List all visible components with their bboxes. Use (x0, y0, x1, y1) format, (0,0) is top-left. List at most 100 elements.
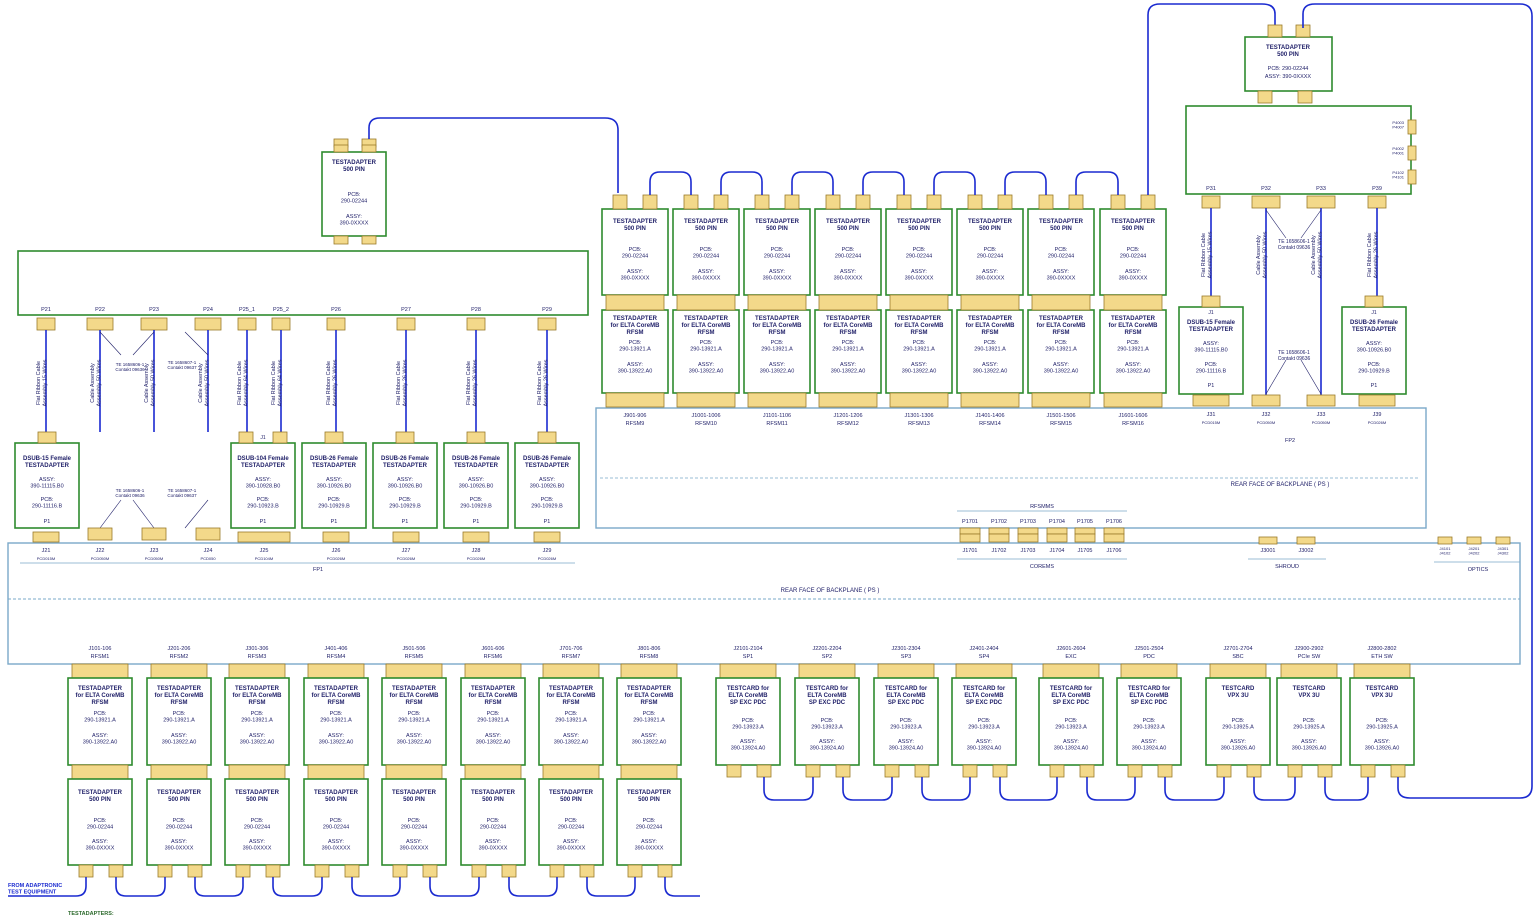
fp2-dsub-pcb: PCB:290-11116.B (1196, 362, 1227, 374)
fp1-dsub-assy: ASSY:390-10926.B0 (388, 477, 423, 489)
rfsm-top-elta-assy: ASSY:390-13922.A0 (1116, 362, 1151, 374)
connector (756, 764, 772, 778)
bottom-500-pcb: PCB:290-02244 (401, 818, 427, 830)
rfsm-top-name: RFSM14 (979, 421, 1001, 427)
testcard-pcb: PCB:290-13925.A (1293, 718, 1325, 730)
fp2-dsub-j: J1 (1208, 310, 1214, 316)
bottom-rfsm-name: RFSM1 (91, 654, 110, 660)
connector (1103, 392, 1163, 408)
fp1-j-code: PCD026M (538, 556, 556, 561)
bottom-500-assy: ASSY:390-0XXXX (322, 839, 351, 851)
fp2-dsub-j: J1 (1371, 310, 1377, 316)
fp1-dsub-pcb: PCB:290-10929.B (531, 497, 563, 509)
testcard-assy: ASSY:390-13924.A0 (889, 739, 924, 751)
fp1-port-connector (36, 317, 56, 331)
connector (422, 864, 438, 878)
testcard-name: PCIe SW (1298, 654, 1321, 660)
connector (385, 663, 443, 679)
fp1-port-label: P29 (542, 307, 552, 313)
testcard-name: EXC (1065, 654, 1076, 660)
shroud-j-label: J3002 (1299, 548, 1314, 554)
te-arrow (184, 331, 209, 356)
connector (1031, 294, 1091, 311)
bottom-500-adapter (67, 778, 133, 866)
rfsm-top-elta-pcb: PCB:290-13921.A (903, 340, 935, 352)
connector (1390, 764, 1406, 778)
fp1-dsub-pcb: PCB:290-10929.B (389, 497, 421, 509)
connector (1360, 764, 1376, 778)
fp2-dsub-pcb: PCB:290-10929.B (1358, 362, 1390, 374)
testcard-link (763, 777, 814, 801)
fp1-j-connector (392, 531, 420, 543)
connector (187, 864, 203, 878)
corems-j-label: J1701 (963, 548, 978, 554)
te-arrow (1300, 209, 1322, 239)
bottom-500-pcb: PCB:290-02244 (166, 818, 192, 830)
connector (344, 864, 360, 878)
testcard-pcb: PCB:290-13923.A (732, 718, 764, 730)
bottom-link (272, 877, 323, 897)
rfsm-top-elta-assy: ASSY:390-13922.A0 (689, 362, 724, 374)
fp2-top-adapter (1244, 36, 1333, 92)
fp1-port-connector (396, 317, 416, 331)
connector (713, 194, 729, 210)
connector (272, 431, 288, 444)
optics-label: OPTICS (1468, 567, 1489, 573)
fp1-j-code: PCD015M (37, 556, 55, 561)
rfsm-top-elta-pcb: PCB:290-13921.A (1045, 340, 1077, 352)
corems-p-label: P1703 (1020, 519, 1036, 525)
fp1-dsub-pcb: PCB:290-11116.B (32, 497, 63, 509)
connector (150, 663, 208, 679)
connector (1280, 663, 1338, 679)
fp1-j-code: PCD104M (255, 556, 273, 561)
fp1-cable-label: Cable AssemblyAssembly 50 Wires (198, 359, 210, 406)
bottom-elta-adapter (381, 677, 447, 766)
bottom-rfsm-j: J401-406 (325, 646, 348, 652)
fp2-j-code: PCD050M (1312, 420, 1330, 425)
connector (1074, 533, 1096, 543)
connector (1017, 533, 1039, 543)
connector (620, 764, 678, 780)
fp2-top-adapter-assy: ASSY: 390-0XXXX (1265, 74, 1311, 80)
rfsm-top-adapter (885, 208, 953, 296)
connector (1246, 764, 1262, 778)
connector (71, 663, 129, 679)
testcard (1276, 677, 1342, 766)
connector (1209, 663, 1267, 679)
bottom-elta-adapter (616, 677, 682, 766)
bottom-500-adapter (224, 778, 290, 866)
fp1-port-label: P21 (41, 307, 51, 313)
bottom-500-pcb: PCB:290-02244 (636, 818, 662, 830)
fp1-j-code: PCD026M (397, 556, 415, 561)
corems-j-label: J1706 (1107, 548, 1122, 554)
connector (642, 194, 658, 210)
testcard-name: PDC (1143, 654, 1155, 660)
testcard-pcb: PCB:290-13925.A (1222, 718, 1254, 730)
rfsm-top-adapter-assy: ASSY:390-0XXXX (834, 269, 863, 281)
corems-p-label: P1704 (1049, 519, 1065, 525)
testcard-j: J2701-2704 (1223, 646, 1252, 652)
bottom-500-assy: ASSY:390-0XXXX (165, 839, 194, 851)
connector (1031, 392, 1091, 408)
connector (392, 864, 408, 878)
connector (1046, 533, 1068, 543)
fp1-j-connector (322, 531, 350, 543)
connector (988, 527, 1010, 535)
connector (1297, 90, 1313, 104)
fp2-panel (1185, 105, 1412, 195)
connector (141, 527, 167, 541)
rfsm-top-name: RFSM13 (908, 421, 930, 427)
testcard-j: J2501-2504 (1134, 646, 1163, 652)
bottom-elta-pcb: PCB:290-13921.A (163, 711, 195, 723)
fp1-dsub-p: P1 (473, 519, 480, 525)
bottom-elta-assy: ASSY:390-13922.A0 (476, 733, 511, 745)
